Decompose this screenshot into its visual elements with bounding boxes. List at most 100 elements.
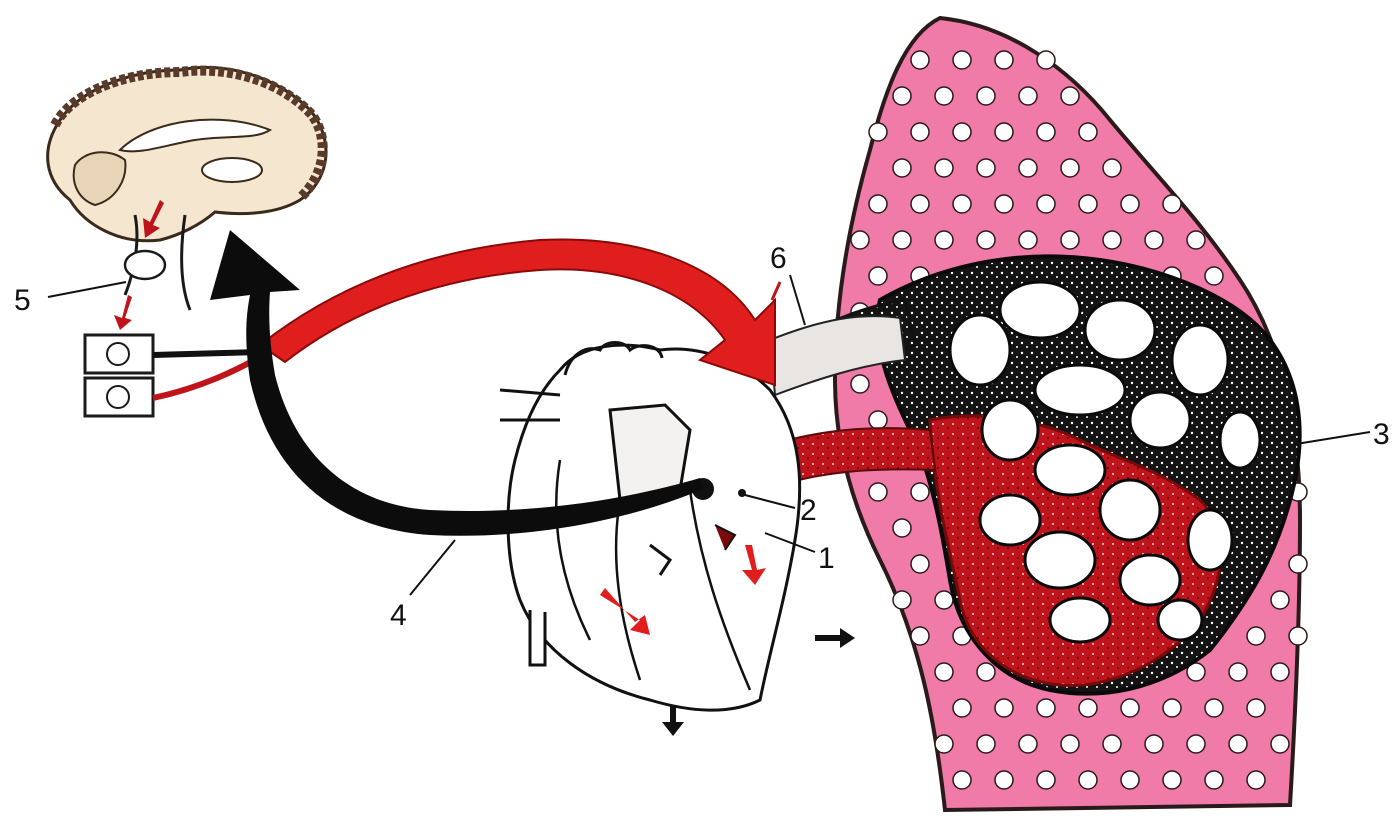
alveolus: [1061, 159, 1079, 177]
alveolus: [1205, 699, 1223, 717]
alveolus: [935, 231, 953, 249]
alveolus: [1271, 663, 1289, 681]
alveolus: [869, 195, 887, 213]
alveolus: [911, 123, 929, 141]
alveolus: [1247, 699, 1265, 717]
alveolus: [1271, 735, 1289, 753]
alveolus: [1103, 231, 1121, 249]
inferior-vena-cava: [530, 610, 545, 665]
alveolus: [911, 51, 929, 69]
alveolus: [1079, 771, 1097, 789]
alveolus: [995, 699, 1013, 717]
alveolus: [911, 483, 929, 501]
capillary-hole: [1035, 445, 1105, 495]
alveolus: [1103, 159, 1121, 177]
alveolus: [869, 123, 887, 141]
capillary-hole: [1120, 555, 1180, 605]
alveolus: [953, 51, 971, 69]
alveolus: [1037, 123, 1055, 141]
alveolus: [851, 375, 869, 393]
alveolus: [1079, 699, 1097, 717]
alveolus: [1037, 51, 1055, 69]
alveolus: [1061, 87, 1079, 105]
alveolus: [911, 555, 929, 573]
alveolus: [953, 123, 971, 141]
capillary-hole: [980, 495, 1040, 545]
alveolus: [1037, 771, 1055, 789]
capillary-hole: [1025, 532, 1095, 588]
alveolus: [1163, 195, 1181, 213]
alveolus: [1121, 699, 1139, 717]
alveolus: [1061, 231, 1079, 249]
alveolus: [1271, 591, 1289, 609]
alveolus: [995, 123, 1013, 141]
alveolus: [1145, 735, 1163, 753]
outflow-arrow-right: [815, 628, 855, 648]
alveolus: [911, 195, 929, 213]
alveolus: [995, 771, 1013, 789]
alveolus: [935, 87, 953, 105]
alveolus: [1079, 195, 1097, 213]
alveolus: [935, 591, 953, 609]
alveolus: [1229, 663, 1247, 681]
alveolus: [869, 267, 887, 285]
alveolus: [1019, 159, 1037, 177]
alveolus: [995, 51, 1013, 69]
label-2: 2: [800, 494, 817, 527]
alveolus: [1205, 267, 1223, 285]
capillary-hole: [1035, 365, 1125, 415]
alveolus: [1019, 231, 1037, 249]
leader-line-5: [48, 282, 126, 297]
capillary-hole: [1085, 300, 1155, 360]
red-tick-6: [772, 282, 780, 300]
alveolus: [935, 735, 953, 753]
alveolus: [1037, 699, 1055, 717]
alveolus: [1229, 735, 1247, 753]
label-5: 5: [14, 284, 31, 317]
alveolus: [1163, 771, 1181, 789]
cell-icon: [85, 335, 153, 416]
alveolus: [977, 735, 995, 753]
alveolus: [977, 663, 995, 681]
alveolus: [1289, 555, 1307, 573]
capillary-hole: [982, 400, 1038, 460]
alveolus: [1247, 627, 1265, 645]
label-6: 6: [770, 242, 787, 275]
alveolus: [1103, 735, 1121, 753]
heart-icon: [500, 343, 855, 737]
alveolus: [977, 159, 995, 177]
alveolus: [911, 627, 929, 645]
alveolus: [1121, 771, 1139, 789]
capillary-hole: [1000, 282, 1080, 338]
alveolus: [1061, 735, 1079, 753]
capillary-hole: [1188, 510, 1232, 570]
alveolus: [1037, 195, 1055, 213]
alveolus: [869, 411, 887, 429]
brain-icon: [48, 67, 326, 310]
capillary-hole: [950, 315, 1010, 385]
pituitary-icon: [125, 251, 165, 279]
outflow-arrow-down: [662, 705, 684, 736]
alveolus: [851, 231, 869, 249]
cell-upper-nucleus: [107, 343, 129, 365]
alveolus: [1247, 771, 1265, 789]
leader-line-6: [790, 275, 805, 325]
alveolus: [935, 159, 953, 177]
alveolus: [953, 195, 971, 213]
leader-line-3: [1290, 432, 1370, 445]
alveolus: [953, 699, 971, 717]
label-1: 1: [818, 542, 835, 575]
alveolus: [1019, 87, 1037, 105]
alveolus: [1187, 231, 1205, 249]
alveolus: [1145, 231, 1163, 249]
alveolus: [1163, 699, 1181, 717]
cell-line-black: [153, 352, 260, 355]
thalamus: [202, 158, 262, 182]
alveolus: [893, 159, 911, 177]
capillary-hole: [1158, 600, 1202, 640]
alveolus: [1019, 735, 1037, 753]
label-3: 3: [1373, 418, 1390, 451]
alveolus: [1187, 735, 1205, 753]
alveolus: [977, 87, 995, 105]
